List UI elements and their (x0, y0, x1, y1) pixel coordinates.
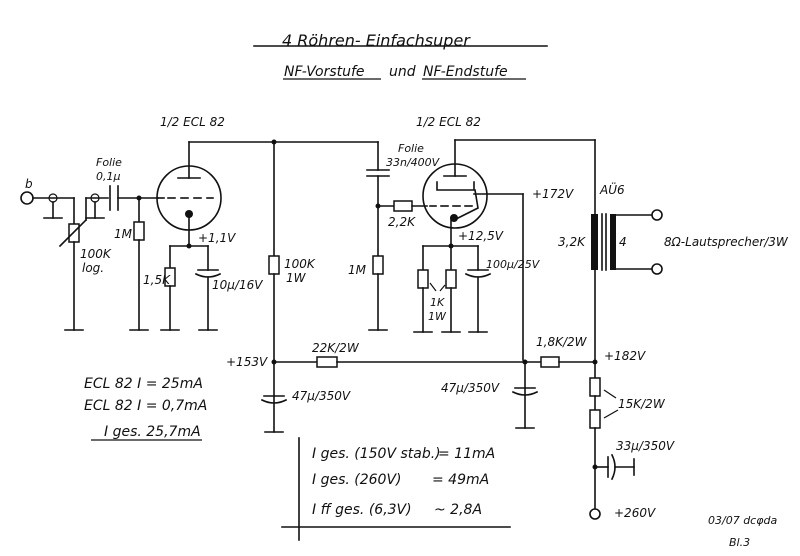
subtitle-vorstufe: NF-Vorstufe (284, 64, 365, 80)
leader-line (603, 389, 617, 399)
coupling-cap-type: Folie (96, 156, 122, 169)
pot-value: 100K (80, 247, 112, 261)
junction-dot (271, 359, 277, 365)
node-260v: +260V (614, 506, 656, 520)
electrolytic-cap-curved-plate (260, 398, 288, 404)
transformer-secondary-impedance: 4 (619, 235, 627, 249)
speaker-terminal-2 (651, 263, 663, 275)
totals-row-1-label: I ges. (150V stab.) (312, 446, 441, 462)
grid-stopper-resistor (393, 200, 413, 212)
speaker-terminal-1 (651, 209, 663, 221)
decoupling-resistor-1k8 (540, 356, 560, 368)
totals-row-2-value: = 49mA (432, 472, 489, 488)
transformer-primary-winding (591, 214, 598, 270)
suppressor-grid-link (456, 189, 479, 220)
grid-leak-2-value: 1M (348, 263, 367, 277)
cathode-cap-1-value: 10µ/16V (212, 278, 263, 292)
input-terminal-b (20, 191, 34, 205)
totals-row-1-value: = 11mA (438, 446, 495, 462)
cathode-resistor-2a (417, 269, 429, 289)
grid-leak-resistor-1 (133, 221, 145, 241)
plate-res-1-value: 100K (284, 257, 316, 271)
tube-2-label: 1/2 ECL 82 (416, 115, 481, 129)
current-note-2: ECL 82 I = 0,7mA (84, 398, 207, 414)
node-153v: +153V (226, 355, 268, 369)
cathode-cap-2-value: 100µ/25V (486, 258, 541, 271)
cathode-res-2-value: 1K (430, 296, 445, 309)
grid-stopper-value: 2,2K (388, 215, 416, 229)
transformer-secondary-winding (610, 214, 616, 270)
speaker-label: 8Ω-Lautsprecher/3W (664, 235, 789, 249)
coupling-cap-2-value: 33n/400V (386, 156, 441, 169)
leader-line (603, 409, 619, 419)
series-resistor-15k-b (589, 409, 601, 429)
supply-terminal-260v (589, 508, 601, 520)
cathode-res-2-power: 1W (428, 310, 447, 323)
decoupling-res-2-value: 1,8K/2W (536, 335, 588, 349)
screen-grid (436, 181, 475, 191)
node-182v: +182V (604, 349, 646, 363)
series-resistor-15k-a (589, 377, 601, 397)
grid-leak-1-value: 1M (114, 227, 133, 241)
subtitle-endstufe: NF-Endstufe (423, 64, 508, 80)
plate-res-1-power: 1W (286, 271, 307, 285)
footer-date-author: 03/07 dcφda (708, 514, 777, 527)
leader-line (429, 282, 437, 292)
transformer-label: AÜ6 (599, 181, 625, 197)
current-note-1: ECL 82 I = 25mA (84, 376, 203, 392)
series-res-value: 15K/2W (618, 397, 666, 411)
tube-1-label: 1/2 ECL 82 (160, 115, 225, 129)
totals-row-3-label: I ff ges. (6,3V) (312, 502, 412, 518)
filter-cap-1-value: 47µ/350V (292, 389, 351, 403)
pot-taper: log. (82, 261, 104, 275)
cathode-res-1-value: 1,5K (143, 273, 171, 287)
pot-wiper-arrow (58, 218, 88, 248)
cathode-1-voltage: +1,1V (198, 231, 236, 245)
transformer-primary-impedance: 3,2K (558, 235, 586, 249)
filter-cap-2-value: 47µ/350V (441, 381, 500, 395)
cathode-2-voltage: +12,5V (458, 229, 504, 243)
screen-voltage: +172V (532, 187, 574, 201)
input-terminal-label: b (25, 177, 33, 191)
subtitle-and: und (389, 64, 416, 80)
decoupling-resistor-22k (316, 356, 338, 368)
coupling-cap-2-type: Folie (398, 142, 424, 155)
plate-resistor-1 (268, 255, 280, 275)
cathode-resistor-2b (445, 269, 457, 289)
totals-row-2-label: I ges. (260V) (312, 472, 402, 488)
filter-cap-3-value: 33µ/350V (616, 439, 675, 453)
footer-sheet-number: Bl.3 (729, 536, 750, 549)
coupling-cap-value: 0,1µ (96, 170, 121, 183)
grid-leak-resistor-2 (372, 255, 384, 275)
leader-line (439, 284, 446, 292)
decoupling-res-1-value: 22K/2W (312, 341, 360, 355)
current-note-total: I ges. 25,7mA (104, 424, 201, 440)
totals-row-3-value: ~ 2,8A (434, 502, 482, 518)
cathode-2 (450, 214, 458, 222)
title: 4 Röhren- Einfachsuper (282, 31, 471, 50)
electrolytic-cap-curved-plate (511, 390, 539, 396)
